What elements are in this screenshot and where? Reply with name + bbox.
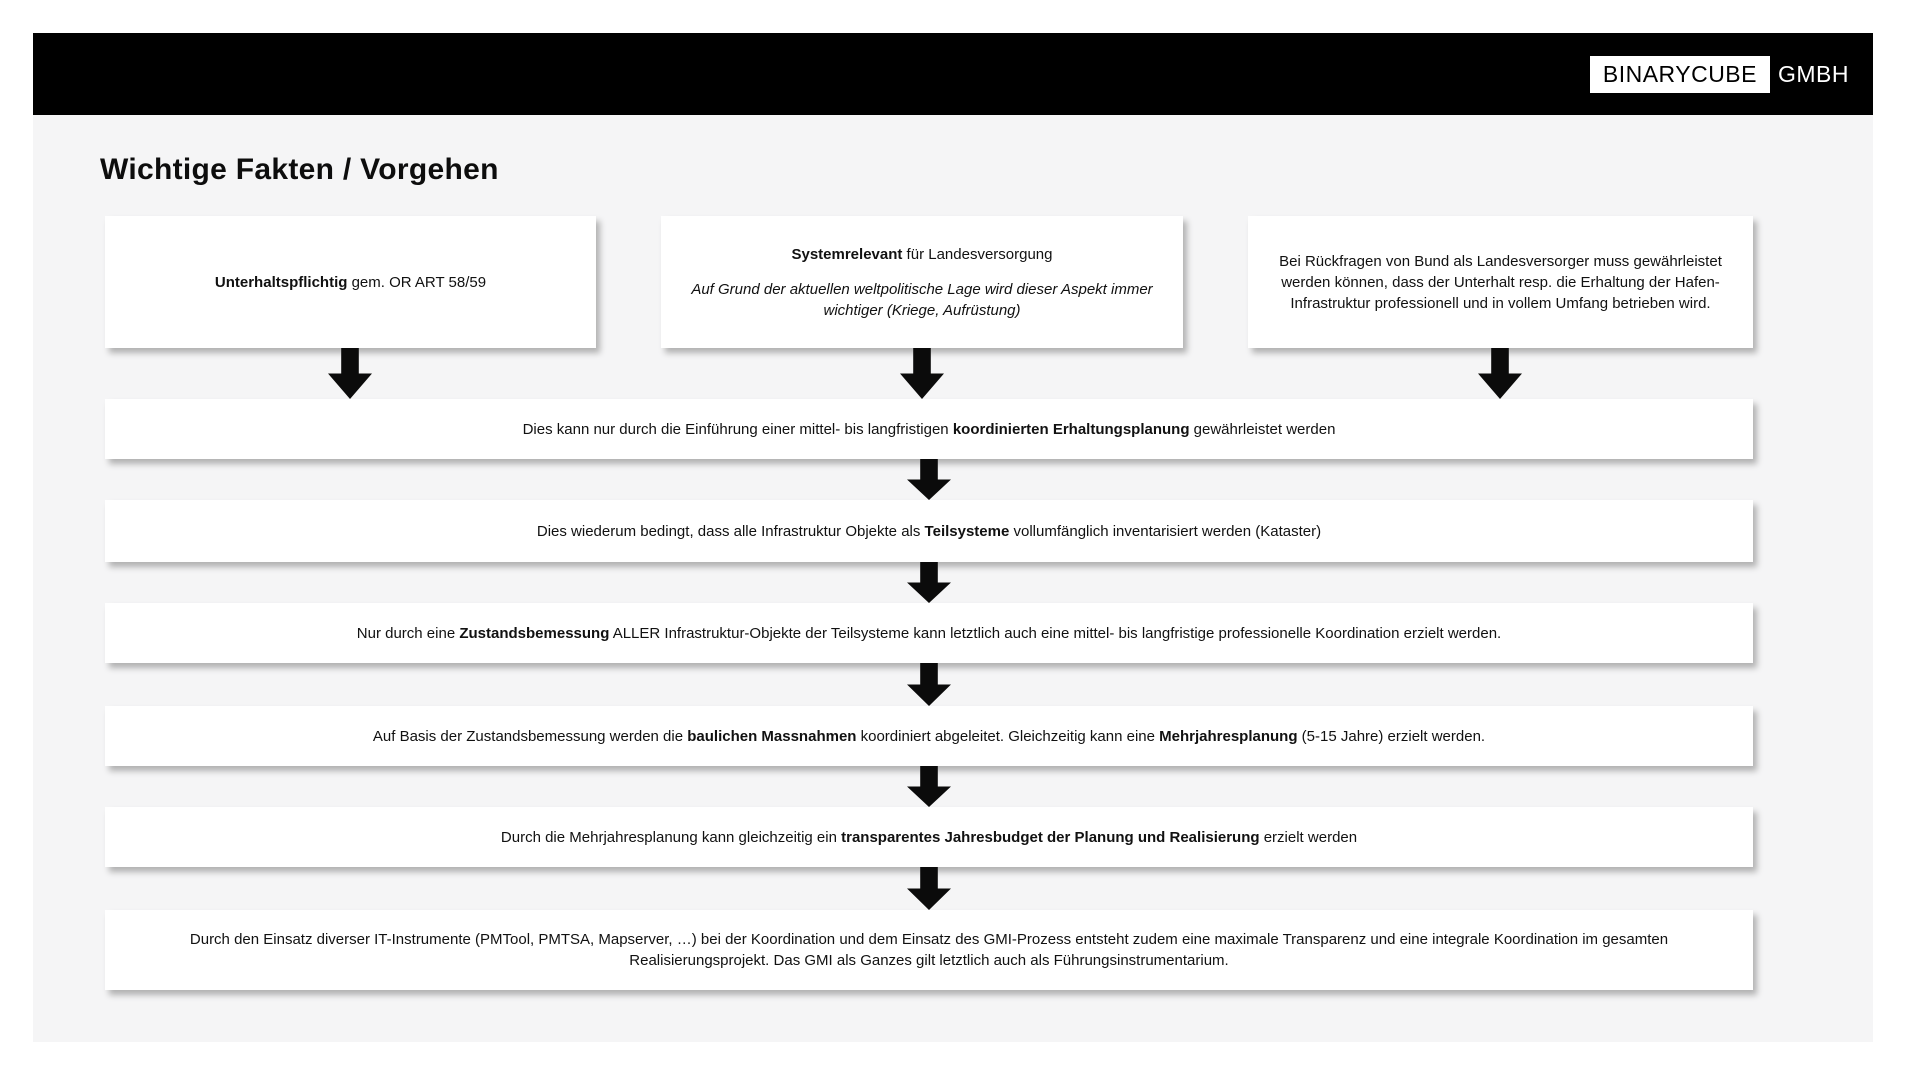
flow-row-text: Nur durch eine Zustandsbemessung ALLER I…	[356, 624, 1502, 642]
flow-row-text: Dies kann nur durch die Einführung einer…	[522, 420, 1336, 438]
down-arrow-icon	[907, 663, 951, 706]
fact-box-rueckfragen: Bei Rückfragen von Bund als Landesversor…	[1248, 216, 1753, 348]
flow-row-text: Durch den Einsatz diverser IT-Instrument…	[189, 931, 1669, 969]
flow-row-teilsysteme: Dies wiederum bedingt, dass alle Infrast…	[105, 500, 1753, 562]
flow-row-text: Dies wiederum bedingt, dass alle Infrast…	[536, 522, 1322, 540]
page-title: Wichtige Fakten / Vorgehen	[100, 153, 499, 186]
flow-row-massnahmen: Auf Basis der Zustandsbemessung werden d…	[105, 706, 1753, 766]
flow-row-text: Auf Basis der Zustandsbemessung werden d…	[372, 727, 1486, 745]
fact-box-systemrelevant: Systemrelevant für Landesversorgung Auf …	[661, 216, 1183, 348]
down-arrow-icon	[1478, 348, 1522, 399]
slide-content: Wichtige Fakten / Vorgehen Unterhaltspfl…	[33, 115, 1873, 1042]
brand-name: BINARYCUBE	[1589, 55, 1770, 93]
fact-box-unterhaltspflichtig: Unterhaltspflichtig gem. OR ART 58/59	[105, 216, 596, 348]
down-arrow-icon	[328, 348, 372, 399]
down-arrow-icon	[900, 348, 944, 399]
brand-suffix: GMBH	[1778, 60, 1849, 87]
flow-row-jahresbudget: Durch die Mehrjahresplanung kann gleichz…	[105, 807, 1753, 867]
flow-row-text: Durch die Mehrjahresplanung kann gleichz…	[500, 828, 1358, 846]
flow-row-zustandsbemessung: Nur durch eine Zustandsbemessung ALLER I…	[105, 603, 1753, 663]
down-arrow-icon	[907, 766, 951, 807]
fact-box-text: Bei Rückfragen von Bund als Landesversor…	[1279, 252, 1722, 312]
down-arrow-icon	[907, 867, 951, 910]
fact-box-text: Unterhaltspflichtig gem. OR ART 58/59	[214, 273, 487, 291]
flow-row-it-instrumente: Durch den Einsatz diverser IT-Instrument…	[105, 910, 1753, 990]
fact-box-text-line1: Systemrelevant für Landesversorgung	[791, 245, 1053, 263]
fact-box-text-line2: Auf Grund der aktuellen weltpolitische L…	[691, 280, 1153, 319]
header-bar: BINARYCUBE GMBH	[33, 33, 1873, 115]
down-arrow-icon	[907, 459, 951, 500]
flow-row-erhaltungsplanung: Dies kann nur durch die Einführung einer…	[105, 399, 1753, 459]
brand-logo: BINARYCUBE GMBH	[1589, 55, 1849, 93]
down-arrow-icon	[907, 562, 951, 603]
